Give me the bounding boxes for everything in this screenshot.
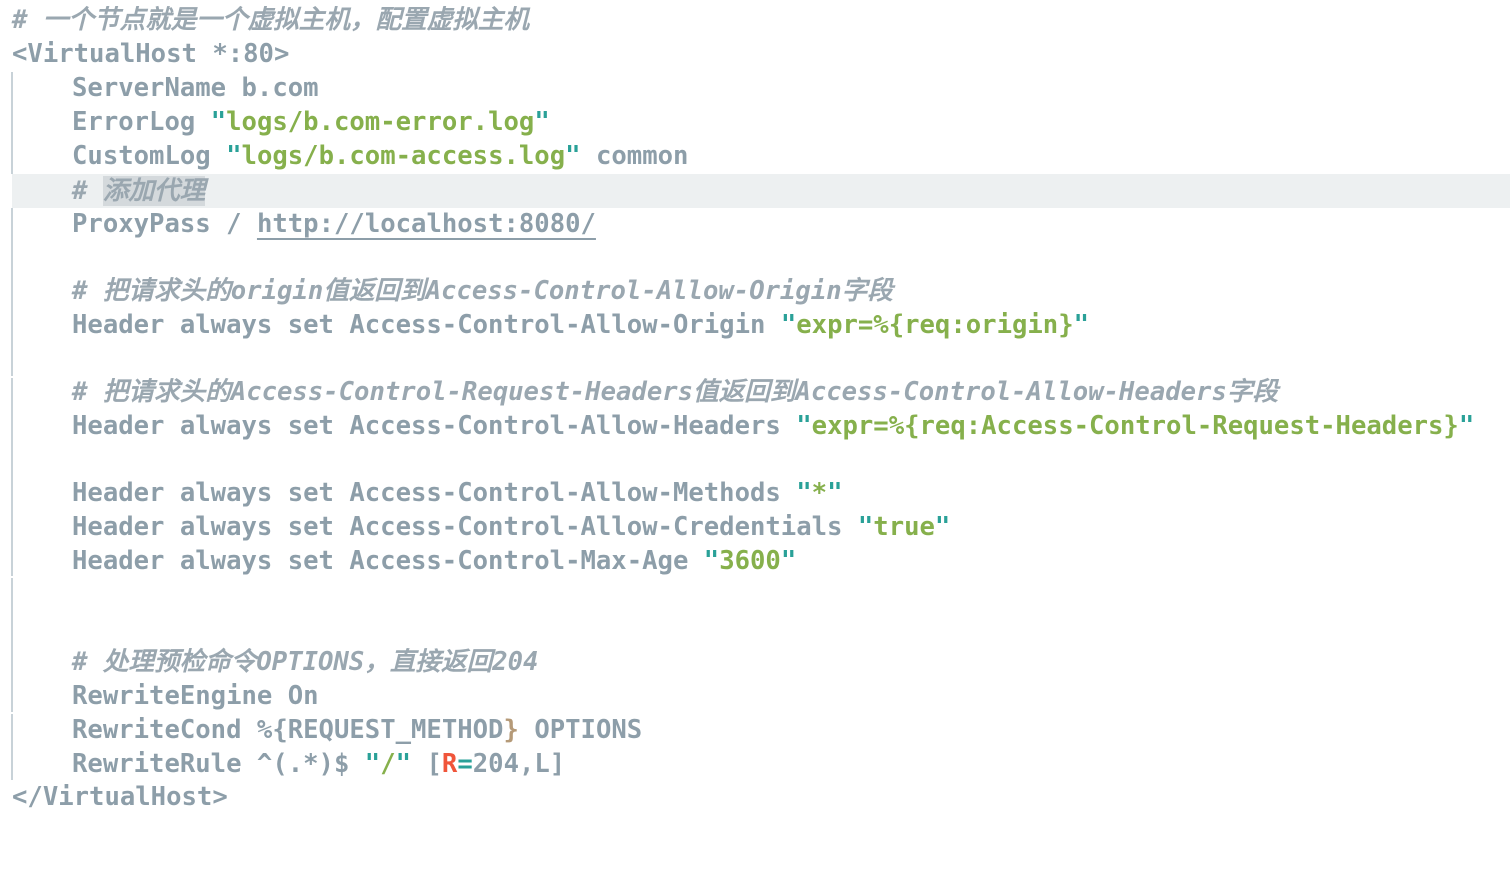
selected-text: 添加代理	[102, 176, 206, 206]
indent-guide	[11, 72, 13, 174]
code-line-21[interactable]: RewriteEngine On	[0, 679, 1510, 713]
directive: ServerName	[72, 73, 227, 103]
code-line-16[interactable]: Header always set Access-Control-Allow-C…	[72, 512, 951, 542]
string-value: 3600	[719, 546, 781, 576]
directive: ProxyPass	[72, 209, 211, 239]
code-line-17[interactable]: Header always set Access-Control-Max-Age…	[72, 546, 797, 576]
code-line-1[interactable]: # 一个节点就是一个虚拟主机，配置虚拟主机	[0, 3, 1510, 37]
code-line-23[interactable]: RewriteRule ^(.*)$ "/" [R=204,L]	[72, 749, 566, 779]
flag-redirect: R	[441, 749, 458, 779]
string-value: logs/b.com-error.log	[226, 107, 535, 137]
indent-guide	[11, 714, 13, 780]
code-line-20[interactable]: # 处理预检命令OPTIONS，直接返回204	[0, 645, 1510, 679]
brace-close: }	[503, 715, 519, 745]
log-format: common	[595, 141, 689, 171]
directive: RewriteEngine	[72, 681, 273, 711]
code-line-6-active[interactable]: # 添加代理	[12, 174, 1510, 208]
code-line-5[interactable]: CustomLog "logs/b.com-access.log" common	[72, 141, 689, 171]
comment: # 把请求头的Access-Control-Request-Headers值返回…	[72, 377, 1279, 407]
flag-rest: 204,L	[472, 749, 550, 779]
string-value: true	[873, 512, 935, 542]
rewrite-pattern: ^(.*)$	[256, 749, 350, 779]
comment-hash: #	[72, 176, 88, 206]
indent-guide	[11, 208, 13, 376]
directive-args: b.com	[241, 73, 319, 103]
directive: Header always set Access-Control-Max-Age	[72, 546, 689, 576]
code-editor[interactable]: # 一个节点就是一个虚拟主机，配置虚拟主机 <VirtualHost *:80>…	[0, 0, 1510, 812]
code-line-2[interactable]: <VirtualHost *:80>	[0, 37, 1510, 71]
directive: RewriteRule	[72, 749, 242, 779]
directive: ErrorLog	[72, 107, 196, 137]
virtualhost-open-tag: <VirtualHost *:80>	[12, 39, 290, 69]
cond-pattern: OPTIONS	[534, 715, 643, 745]
code-line-4[interactable]: ErrorLog "logs/b.com-error.log"	[72, 107, 550, 137]
code-line-7[interactable]: ProxyPass / http://localhost:8080/	[0, 207, 1510, 241]
server-variable: %{REQUEST_METHOD	[256, 715, 504, 745]
code-line-12[interactable]: # 把请求头的Access-Control-Request-Headers值返回…	[0, 375, 1510, 409]
indent-guide	[11, 378, 13, 576]
string-value: expr=%{req:Access-Control-Request-Header…	[811, 411, 1459, 441]
code-line-13[interactable]: Header always set Access-Control-Allow-H…	[72, 411, 1475, 441]
string-value: /	[380, 749, 396, 779]
virtualhost-close-tag: </VirtualHost>	[12, 782, 228, 812]
comment: # 处理预检命令OPTIONS，直接返回204	[72, 647, 539, 677]
string-value: *	[811, 478, 828, 508]
code-line-9[interactable]: # 把请求头的origin值返回到Access-Control-Allow-Or…	[0, 274, 1510, 308]
code-line-24[interactable]: </VirtualHost>	[0, 780, 1510, 814]
code-line-15[interactable]: Header always set Access-Control-Allow-M…	[72, 478, 843, 508]
directive-args: On	[287, 681, 319, 711]
indent-guide	[11, 578, 13, 712]
code-line-10[interactable]: Header always set Access-Control-Allow-O…	[72, 310, 1090, 340]
flag-equals: =	[457, 749, 473, 779]
directive-args: /	[226, 209, 242, 239]
directive: RewriteCond	[72, 715, 242, 745]
directive: Header always set Access-Control-Allow-M…	[72, 478, 781, 508]
directive: Header always set Access-Control-Allow-C…	[72, 512, 843, 542]
proxy-url-link[interactable]: http://localhost:8080/	[256, 209, 596, 239]
string-value: expr=%{req:origin}	[796, 310, 1074, 340]
code-line-22[interactable]: RewriteCond %{REQUEST_METHOD} OPTIONS	[0, 713, 1510, 747]
flag-close: ]	[549, 749, 566, 779]
code-line-3[interactable]: ServerName b.com	[0, 71, 1510, 105]
directive: CustomLog	[72, 141, 211, 171]
string-value: logs/b.com-access.log	[241, 141, 566, 171]
comment: # 把请求头的origin值返回到Access-Control-Allow-Or…	[72, 276, 893, 306]
comment: # 一个节点就是一个虚拟主机，配置虚拟主机	[12, 5, 530, 35]
directive: Header always set Access-Control-Allow-O…	[72, 310, 766, 340]
flag-open: [	[426, 749, 442, 779]
directive: Header always set Access-Control-Allow-H…	[72, 411, 781, 441]
